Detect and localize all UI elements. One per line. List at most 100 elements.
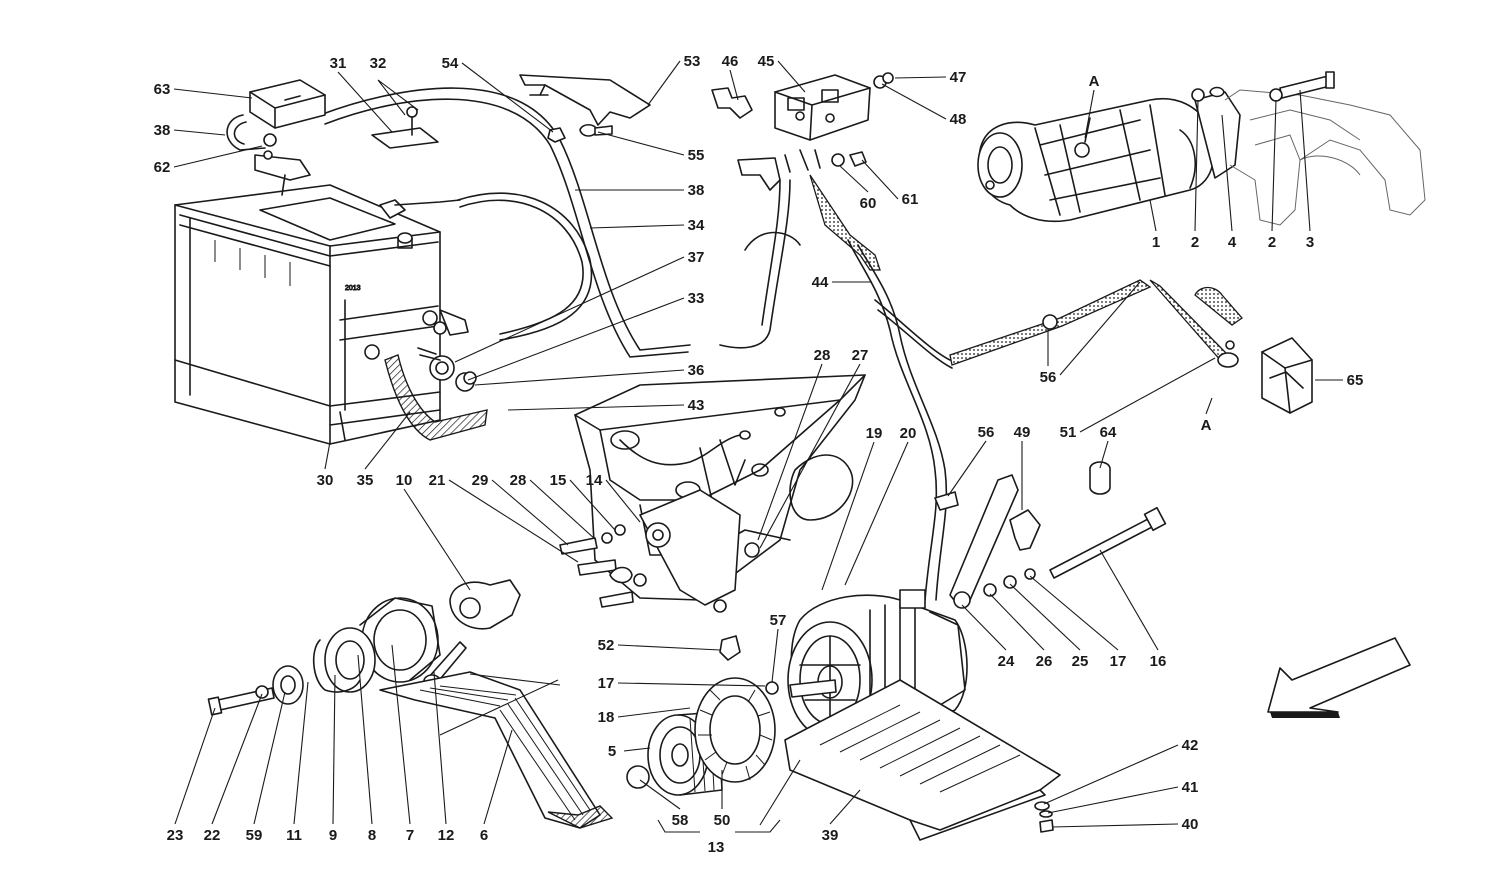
tensioner-bolt xyxy=(207,685,275,716)
leader-line-l47 xyxy=(894,76,947,79)
callout-label-l45: 45 xyxy=(758,53,775,70)
bracket-bolts xyxy=(559,524,634,608)
callout-label-l47: 47 xyxy=(950,69,967,86)
callout-label-l37: 37 xyxy=(688,249,705,266)
callout-label-l7: 7 xyxy=(406,827,414,844)
ground-cable xyxy=(1149,279,1243,368)
callout-label-l35: 35 xyxy=(357,472,374,489)
callout-label-l23: 23 xyxy=(167,827,184,844)
leader-line-l14 xyxy=(605,479,641,523)
elbow-fitting xyxy=(1009,509,1041,551)
callout-label-l54: 54 xyxy=(442,55,459,72)
leader-line-l25 xyxy=(1009,583,1081,651)
harness-clip-starter xyxy=(1042,314,1058,330)
leader-line-l63 xyxy=(173,88,253,99)
leader-line-l1 xyxy=(1149,199,1157,232)
cable-clip xyxy=(711,87,753,119)
direction-arrow xyxy=(1267,637,1411,718)
callout-label-l2a: 2 xyxy=(1191,234,1199,251)
callout-label-l38a: 38 xyxy=(154,122,171,139)
callout-label-l17b: 17 xyxy=(1110,653,1127,670)
callout-label-l21: 21 xyxy=(429,472,446,489)
starter-bolts xyxy=(1191,71,1335,102)
callout-label-l4: 4 xyxy=(1228,234,1237,251)
battery: 2013 xyxy=(174,184,441,445)
mounting-bracket xyxy=(519,74,651,143)
leader-line-l34 xyxy=(589,224,685,229)
leader-line-lA1 xyxy=(1084,89,1095,139)
harness-clip xyxy=(1089,461,1111,495)
callout-label-lA1: A xyxy=(1089,73,1100,90)
callout-label-l16: 16 xyxy=(1150,653,1167,670)
fuse-holder xyxy=(774,72,894,141)
leader-line-l27 xyxy=(759,363,861,549)
callout-label-l30: 30 xyxy=(317,472,334,489)
callout-label-l64: 64 xyxy=(1100,424,1117,441)
leader-line-l8 xyxy=(357,654,373,825)
adjuster-rod xyxy=(949,474,1019,609)
leader-lines xyxy=(173,60,1343,828)
battery-terminals xyxy=(364,199,461,360)
negative-terminal-assembly xyxy=(417,309,477,392)
group-bracket xyxy=(657,819,781,833)
leader-line-l21 xyxy=(448,479,579,563)
leader-line-l51 xyxy=(1079,357,1216,433)
alternator-fan xyxy=(694,677,776,783)
leader-line-l57 xyxy=(771,628,779,683)
leader-line-l6 xyxy=(483,729,513,825)
callout-label-l55: 55 xyxy=(688,147,705,164)
leader-line-l43 xyxy=(507,404,685,411)
callout-label-l52: 52 xyxy=(598,637,615,654)
callout-label-l46: 46 xyxy=(722,53,739,70)
leader-line-l22 xyxy=(211,693,263,825)
callout-label-l62: 62 xyxy=(154,159,171,176)
leader-line-l37 xyxy=(454,256,685,363)
callout-label-l14: 14 xyxy=(586,472,603,489)
callout-label-l26: 26 xyxy=(1036,653,1053,670)
callout-label-l63: 63 xyxy=(154,81,171,98)
leader-line-l55 xyxy=(597,131,685,156)
small-fasteners xyxy=(1034,801,1054,833)
callout-label-l20: 20 xyxy=(900,425,917,442)
callout-label-l39: 39 xyxy=(822,827,839,844)
callout-label-l15: 15 xyxy=(550,472,567,489)
callout-label-lA2: A xyxy=(1201,417,1212,434)
callout-label-l18: 18 xyxy=(598,709,615,726)
leader-line-l28a xyxy=(757,363,823,541)
leader-line-l23 xyxy=(174,707,216,825)
protective-cover xyxy=(1261,337,1313,414)
leader-line-l18 xyxy=(617,707,691,718)
leader-line-l53 xyxy=(647,60,681,106)
callout-label-l11: 11 xyxy=(286,827,302,844)
callout-label-l19: 19 xyxy=(866,425,883,442)
leader-line-l45 xyxy=(777,60,806,93)
leader-line-l28b xyxy=(529,479,597,541)
leader-line-l15 xyxy=(569,479,616,531)
leader-line-l24 xyxy=(961,604,1007,651)
callout-label-l33: 33 xyxy=(688,290,705,307)
leader-line-l39 xyxy=(829,789,861,825)
engine-mount-bracket xyxy=(574,374,866,613)
leader-line-l59 xyxy=(253,691,286,825)
leader-line-l16 xyxy=(1099,549,1159,651)
callout-label-l28b: 28 xyxy=(510,472,527,489)
leader-line-l54 xyxy=(461,62,554,133)
starter-motor xyxy=(977,91,1241,223)
callout-label-l25: 25 xyxy=(1072,653,1089,670)
harness-clamp xyxy=(934,491,959,511)
leader-line-l5 xyxy=(623,747,651,752)
callout-label-l27: 27 xyxy=(852,347,869,364)
leader-line-l17b xyxy=(1029,575,1119,651)
leader-line-l4 xyxy=(1221,114,1233,232)
leader-line-l42 xyxy=(1043,744,1179,805)
callout-label-l9: 9 xyxy=(329,827,337,844)
extra-leaders xyxy=(377,79,1141,826)
callout-label-l34: 34 xyxy=(688,217,705,234)
callout-label-l31: 31 xyxy=(330,55,347,72)
leader-line-l20 xyxy=(844,441,909,586)
callout-label-l10: 10 xyxy=(396,472,413,489)
callout-label-l61: 61 xyxy=(902,191,919,208)
callout-label-l6: 6 xyxy=(480,827,488,844)
